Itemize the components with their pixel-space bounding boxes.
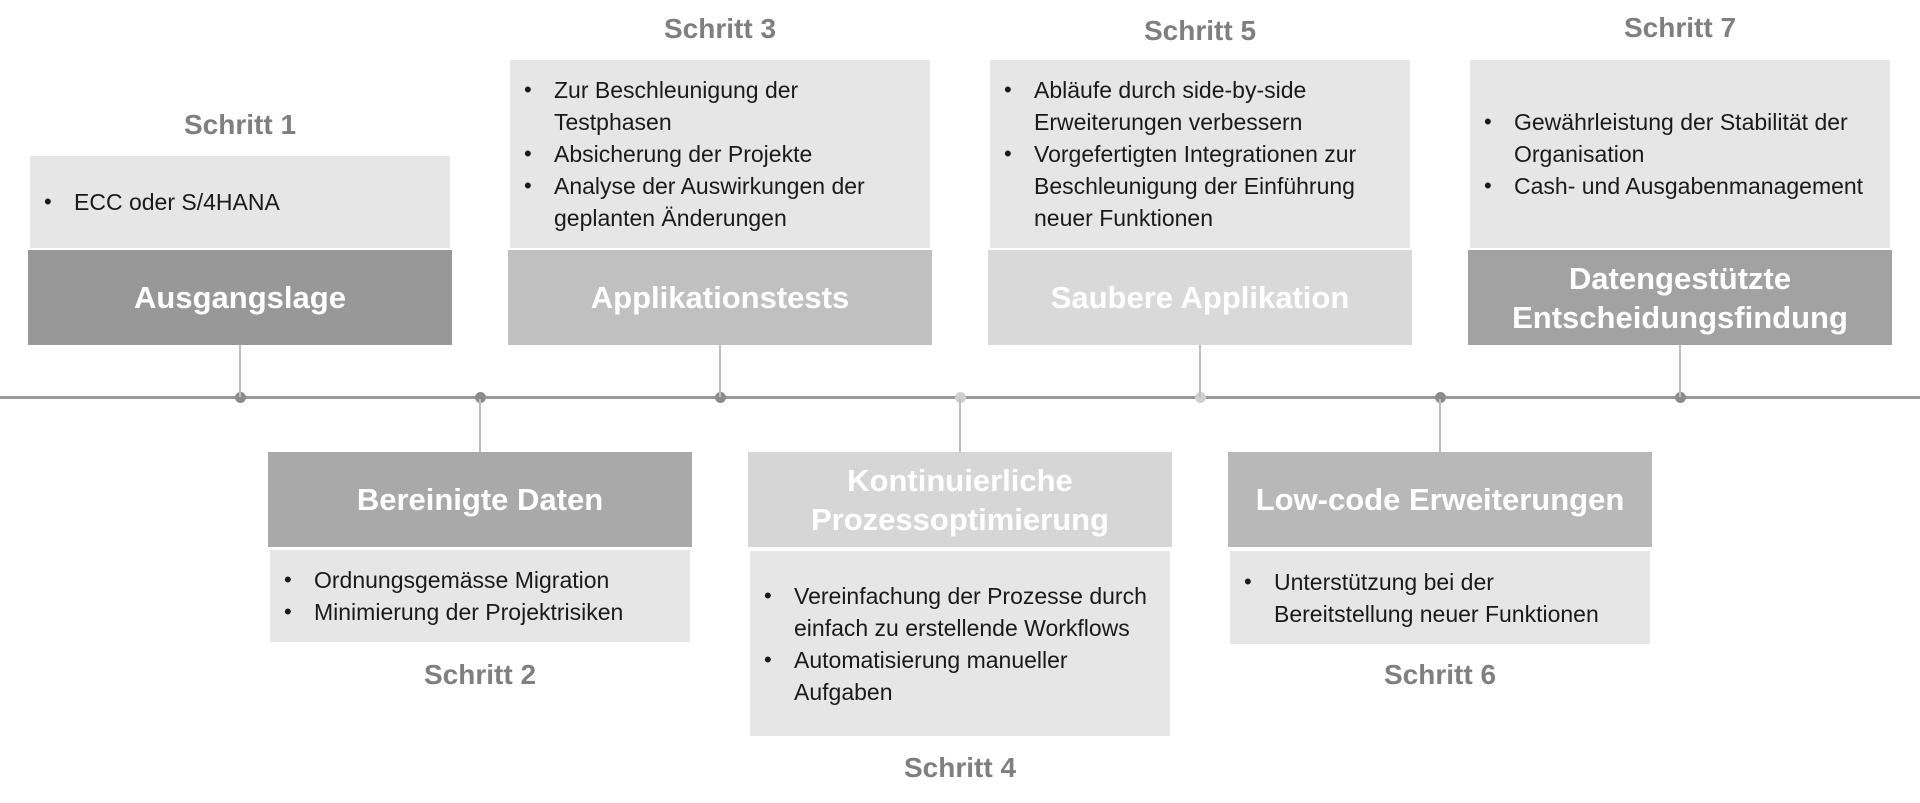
timeline-dot xyxy=(1194,392,1206,403)
bullet-item: Gewährleistung der Stabilität der Organi… xyxy=(1482,106,1870,170)
bullet-list: Gewährleistung der Stabilität der Organi… xyxy=(1482,106,1870,202)
bullet-item: Abläufe durch side-by-side Erweiterungen… xyxy=(1002,74,1390,138)
connector-line xyxy=(959,399,961,452)
step-label: Schritt 7 xyxy=(1623,12,1737,43)
bullet-box: Abläufe durch side-by-side Erweiterungen… xyxy=(990,60,1410,248)
bullet-item: Automatisierung manueller Aufgaben xyxy=(762,644,1150,708)
bullet-item: Vorgefertigten Integrationen zur Beschle… xyxy=(1002,138,1390,234)
timeline-dot xyxy=(1674,392,1686,403)
bullet-box: Zur Beschleunigung der TestphasenAbsiche… xyxy=(510,60,930,248)
connector-line xyxy=(239,344,241,397)
timeline-dot xyxy=(1434,392,1446,403)
bullet-list: Ordnungsgemässe MigrationMinimierung der… xyxy=(282,564,670,628)
step-3-title: Applikationstests xyxy=(508,250,932,345)
connector-line xyxy=(719,344,721,397)
bullet-box: Ordnungsgemässe MigrationMinimierung der… xyxy=(270,550,690,642)
bullet-item: Unterstützung bei der Bereitstellung neu… xyxy=(1242,566,1630,630)
step-label: Schritt 6 xyxy=(1383,659,1497,690)
step-7-title: Datengestützte Entscheidungsfindung xyxy=(1468,250,1892,345)
bullet-item: Absicherung der Projekte xyxy=(522,138,910,170)
bullet-item: Analyse der Auswirkungen der geplanten Ä… xyxy=(522,170,910,234)
bullet-item: Vereinfachung der Prozesse durch einfach… xyxy=(762,580,1150,644)
timeline-dot xyxy=(234,392,246,403)
bullet-list: Unterstützung bei der Bereitstellung neu… xyxy=(1242,566,1630,630)
step-label: Schritt 1 xyxy=(183,109,297,140)
bullet-box: ECC oder S/4HANA xyxy=(30,156,450,248)
step-label: Schritt 5 xyxy=(1143,15,1257,46)
bullet-box: Vereinfachung der Prozesse durch einfach… xyxy=(750,551,1170,736)
bullet-list: Zur Beschleunigung der TestphasenAbsiche… xyxy=(522,74,910,234)
connector-line xyxy=(479,399,481,452)
step-label: Schritt 3 xyxy=(663,13,777,44)
connector-line xyxy=(1199,344,1201,397)
step-label: Schritt 4 xyxy=(903,752,1017,783)
bullet-item: Cash- und Ausgabenmanagement xyxy=(1482,170,1870,202)
connector-line xyxy=(1439,399,1441,452)
bullet-list: Abläufe durch side-by-side Erweiterungen… xyxy=(1002,74,1390,234)
bullet-item: Minimierung der Projektrisiken xyxy=(282,596,670,628)
bullet-list: Vereinfachung der Prozesse durch einfach… xyxy=(762,580,1150,708)
bullet-item: Zur Beschleunigung der Testphasen xyxy=(522,74,910,138)
step-5-title: Saubere Applikation xyxy=(988,250,1412,345)
bullet-item: Ordnungsgemässe Migration xyxy=(282,564,670,596)
bullet-box: Unterstützung bei der Bereitstellung neu… xyxy=(1230,551,1650,644)
step-2-title: Bereinigte Daten xyxy=(268,452,692,547)
connector-line xyxy=(1679,344,1681,397)
step-label: Schritt 2 xyxy=(423,659,537,690)
step-4-title: Kontinuierliche Prozessoptimierung xyxy=(748,452,1172,547)
bullet-box: Gewährleistung der Stabilität der Organi… xyxy=(1470,60,1890,248)
timeline-dot xyxy=(954,392,966,403)
timeline-dot xyxy=(474,392,486,403)
step-6-title: Low-code Erweiterungen xyxy=(1228,452,1652,547)
bullet-item: ECC oder S/4HANA xyxy=(42,186,430,218)
step-1-title: Ausgangslage xyxy=(28,250,452,345)
timeline-dot xyxy=(714,392,726,403)
bullet-list: ECC oder S/4HANA xyxy=(42,186,430,218)
